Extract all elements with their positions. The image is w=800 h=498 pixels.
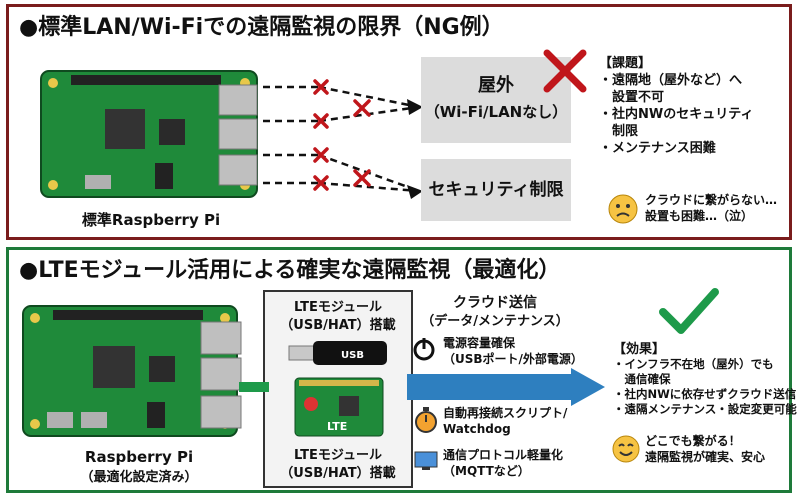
ok-pi-label-line1: Raspberry Pi <box>84 448 194 466</box>
raspberry-pi-board-icon <box>40 70 258 198</box>
issue-item: 設置不可 <box>599 90 665 105</box>
lte-text: LTE <box>327 420 347 433</box>
smile-line2: 遠隔監視が確実、安心 <box>645 450 766 464</box>
issue-item: ・メンテナンス困難 <box>599 141 716 156</box>
watchdog-line1: 自動再接続スクリプト/ <box>443 406 568 420</box>
issue-item: ・遠隔地（屋外など）へ <box>599 73 743 88</box>
power-line2: （USBポート/外部電源） <box>443 352 583 366</box>
protocol-line2: （MQTTなど） <box>443 464 530 478</box>
red-x-icon <box>543 49 587 93</box>
issues-list: 【課題】 ・遠隔地（屋外など）へ 設置不可 ・社内NWのセキュリティ 制限 ・メ… <box>599 55 753 157</box>
effect-item: ・インフラ不在地（屋外）でも <box>613 357 774 371</box>
lte-module-box: LTEモジュール （USB/HAT）搭載 USB LTE LTEモジュール （U… <box>263 290 413 488</box>
outdoor-box: 屋外 （Wi-Fi/LANなし） <box>421 57 571 143</box>
cloud-send-line1: クラウド送信 <box>453 295 537 311</box>
effect-item: ・遠隔メンテナンス・設定変更可能 <box>613 402 797 416</box>
module-bottom-line2: （USB/HAT）搭載 <box>280 466 396 481</box>
issue-item: ・社内NWのセキュリティ <box>599 107 754 122</box>
effects-header: 【効果】 <box>613 342 666 357</box>
module-bottom-line1: LTEモジュール <box>294 448 382 463</box>
usb-dongle-icon: USB <box>288 341 387 365</box>
smile-line1: どこでも繋がる！ <box>645 434 741 448</box>
cloud-send-arrow <box>239 368 605 406</box>
sad-face-icon <box>608 194 638 224</box>
ok-panel-title: ●LTEモジュール活用による確実な遠隔監視（最適化） <box>19 258 561 283</box>
power-icon <box>413 338 435 361</box>
protocol-line1: 通信プロトコル軽量化 <box>443 448 564 462</box>
watchdog-line2: Watchdog <box>443 422 511 436</box>
outdoor-sub-label: （Wi-Fi/LANなし） <box>424 103 568 121</box>
ng-pi-label: 標準Raspberry Pi <box>81 211 221 229</box>
module-top-line1: LTEモジュール <box>294 300 382 315</box>
issues-header: 【課題】 <box>599 56 652 71</box>
blocked-connection-lines <box>263 79 423 199</box>
ng-note-line2: 設置も困難…（泣） <box>645 209 754 223</box>
ng-note-line1: クラウドに繋がらない… <box>645 193 778 207</box>
ok-panel: ●LTEモジュール活用による確実な遠隔監視（最適化） Raspberry Pi … <box>6 247 797 493</box>
outdoor-label: 屋外 <box>478 75 514 96</box>
cloud-send-line2: （データ/メンテナンス） <box>421 314 569 329</box>
effects-list: 【効果】 ・インフラ不在地（屋外）でも 通信確保 ・社内NWに依存せずクラウド送… <box>613 342 797 417</box>
smile-face-icon <box>612 435 640 463</box>
usb-text: USB <box>341 350 364 361</box>
raspberry-pi-board-icon <box>22 305 242 437</box>
check-icon <box>659 288 719 334</box>
effect-item: ・社内NWに依存せずクラウド送信 <box>613 387 797 401</box>
issue-item: 制限 <box>599 124 639 139</box>
security-restriction-box: セキュリティ制限 <box>421 159 571 221</box>
ng-panel: ●標準LAN/Wi-Fiでの遠隔監視の限界（NG例） 標準Raspberry P… <box>6 4 792 240</box>
ok-pi-label-line2: （最適化設定済み） <box>80 470 198 485</box>
power-line1: 電源容量確保 <box>443 336 516 350</box>
monitor-icon <box>414 451 438 470</box>
lte-hat-icon: LTE <box>294 377 384 437</box>
module-top-line2: （USB/HAT）搭載 <box>280 318 396 333</box>
ng-panel-title: ●標準LAN/Wi-Fiでの遠隔監視の限界（NG例） <box>19 15 504 40</box>
effect-item: 通信確保 <box>613 372 671 386</box>
stopwatch-icon <box>415 407 437 433</box>
